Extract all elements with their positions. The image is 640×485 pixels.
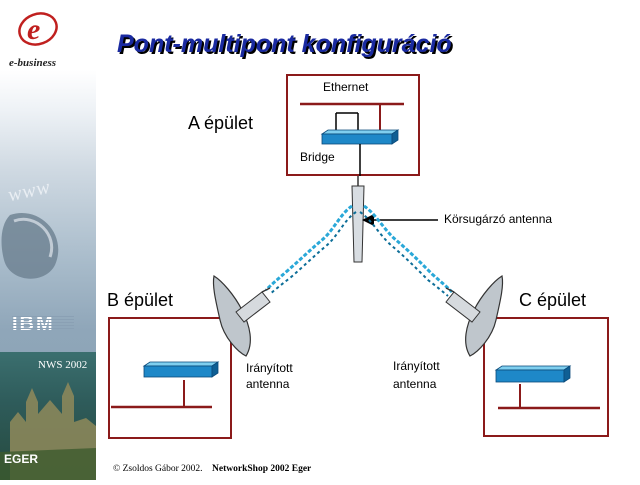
omni-antenna-icon bbox=[351, 176, 365, 263]
city-label: EGER bbox=[4, 452, 39, 466]
footer: © Zsoldos Gábor 2002. NetworkShop 2002 E… bbox=[113, 464, 311, 474]
directional-antenna-c-line2: antenna bbox=[393, 377, 437, 391]
building-c-label: C épület bbox=[519, 290, 587, 310]
directional-antenna-b-line2: antenna bbox=[246, 377, 290, 391]
directional-antenna-b-line1: Irányított bbox=[246, 361, 293, 375]
ethernet-label: Ethernet bbox=[323, 80, 369, 94]
building-c-frame bbox=[483, 317, 609, 437]
bridge-a-icon bbox=[320, 104, 400, 176]
event-badge-panel bbox=[0, 352, 96, 480]
computer-mouse-icon bbox=[1, 213, 59, 279]
e-logo-icon: e bbox=[18, 12, 58, 46]
omni-antenna-label: Körsugárzó antenna bbox=[444, 212, 553, 226]
event-badge-label: NWS 2002 bbox=[38, 359, 88, 371]
wireless-link-left bbox=[264, 204, 357, 295]
footer-copyright: © Zsoldos Gábor 2002. bbox=[113, 464, 203, 474]
wireless-link-right bbox=[359, 204, 454, 297]
directional-antenna-b-icon bbox=[212, 275, 271, 357]
ibm-logo: IBM bbox=[12, 312, 74, 339]
e-business-label: e-business bbox=[9, 57, 57, 69]
bridge-c-icon bbox=[494, 365, 572, 408]
building-a-label: A épület bbox=[188, 113, 254, 133]
building-b-frame bbox=[108, 317, 232, 439]
footer-event: NetworkShop 2002 Eger bbox=[212, 464, 312, 474]
bridge-label: Bridge bbox=[300, 150, 335, 164]
ibm-logo-icon: IBM bbox=[12, 313, 74, 335]
building-b-label: B épület bbox=[107, 290, 174, 310]
slide-title: Pont-multipont konfiguráció bbox=[117, 30, 452, 58]
building-a-frame bbox=[286, 74, 420, 176]
omni-antenna-pointer-arrow bbox=[362, 214, 438, 226]
bridge-b-icon bbox=[142, 361, 220, 407]
directional-antenna-c-line1: Irányított bbox=[393, 359, 440, 373]
directional-antenna-c-icon bbox=[445, 275, 504, 357]
cathedral-silhouette-icon bbox=[0, 382, 96, 480]
ibm-logo-text: IBM bbox=[12, 313, 55, 334]
svg-text:e: e bbox=[27, 13, 40, 46]
